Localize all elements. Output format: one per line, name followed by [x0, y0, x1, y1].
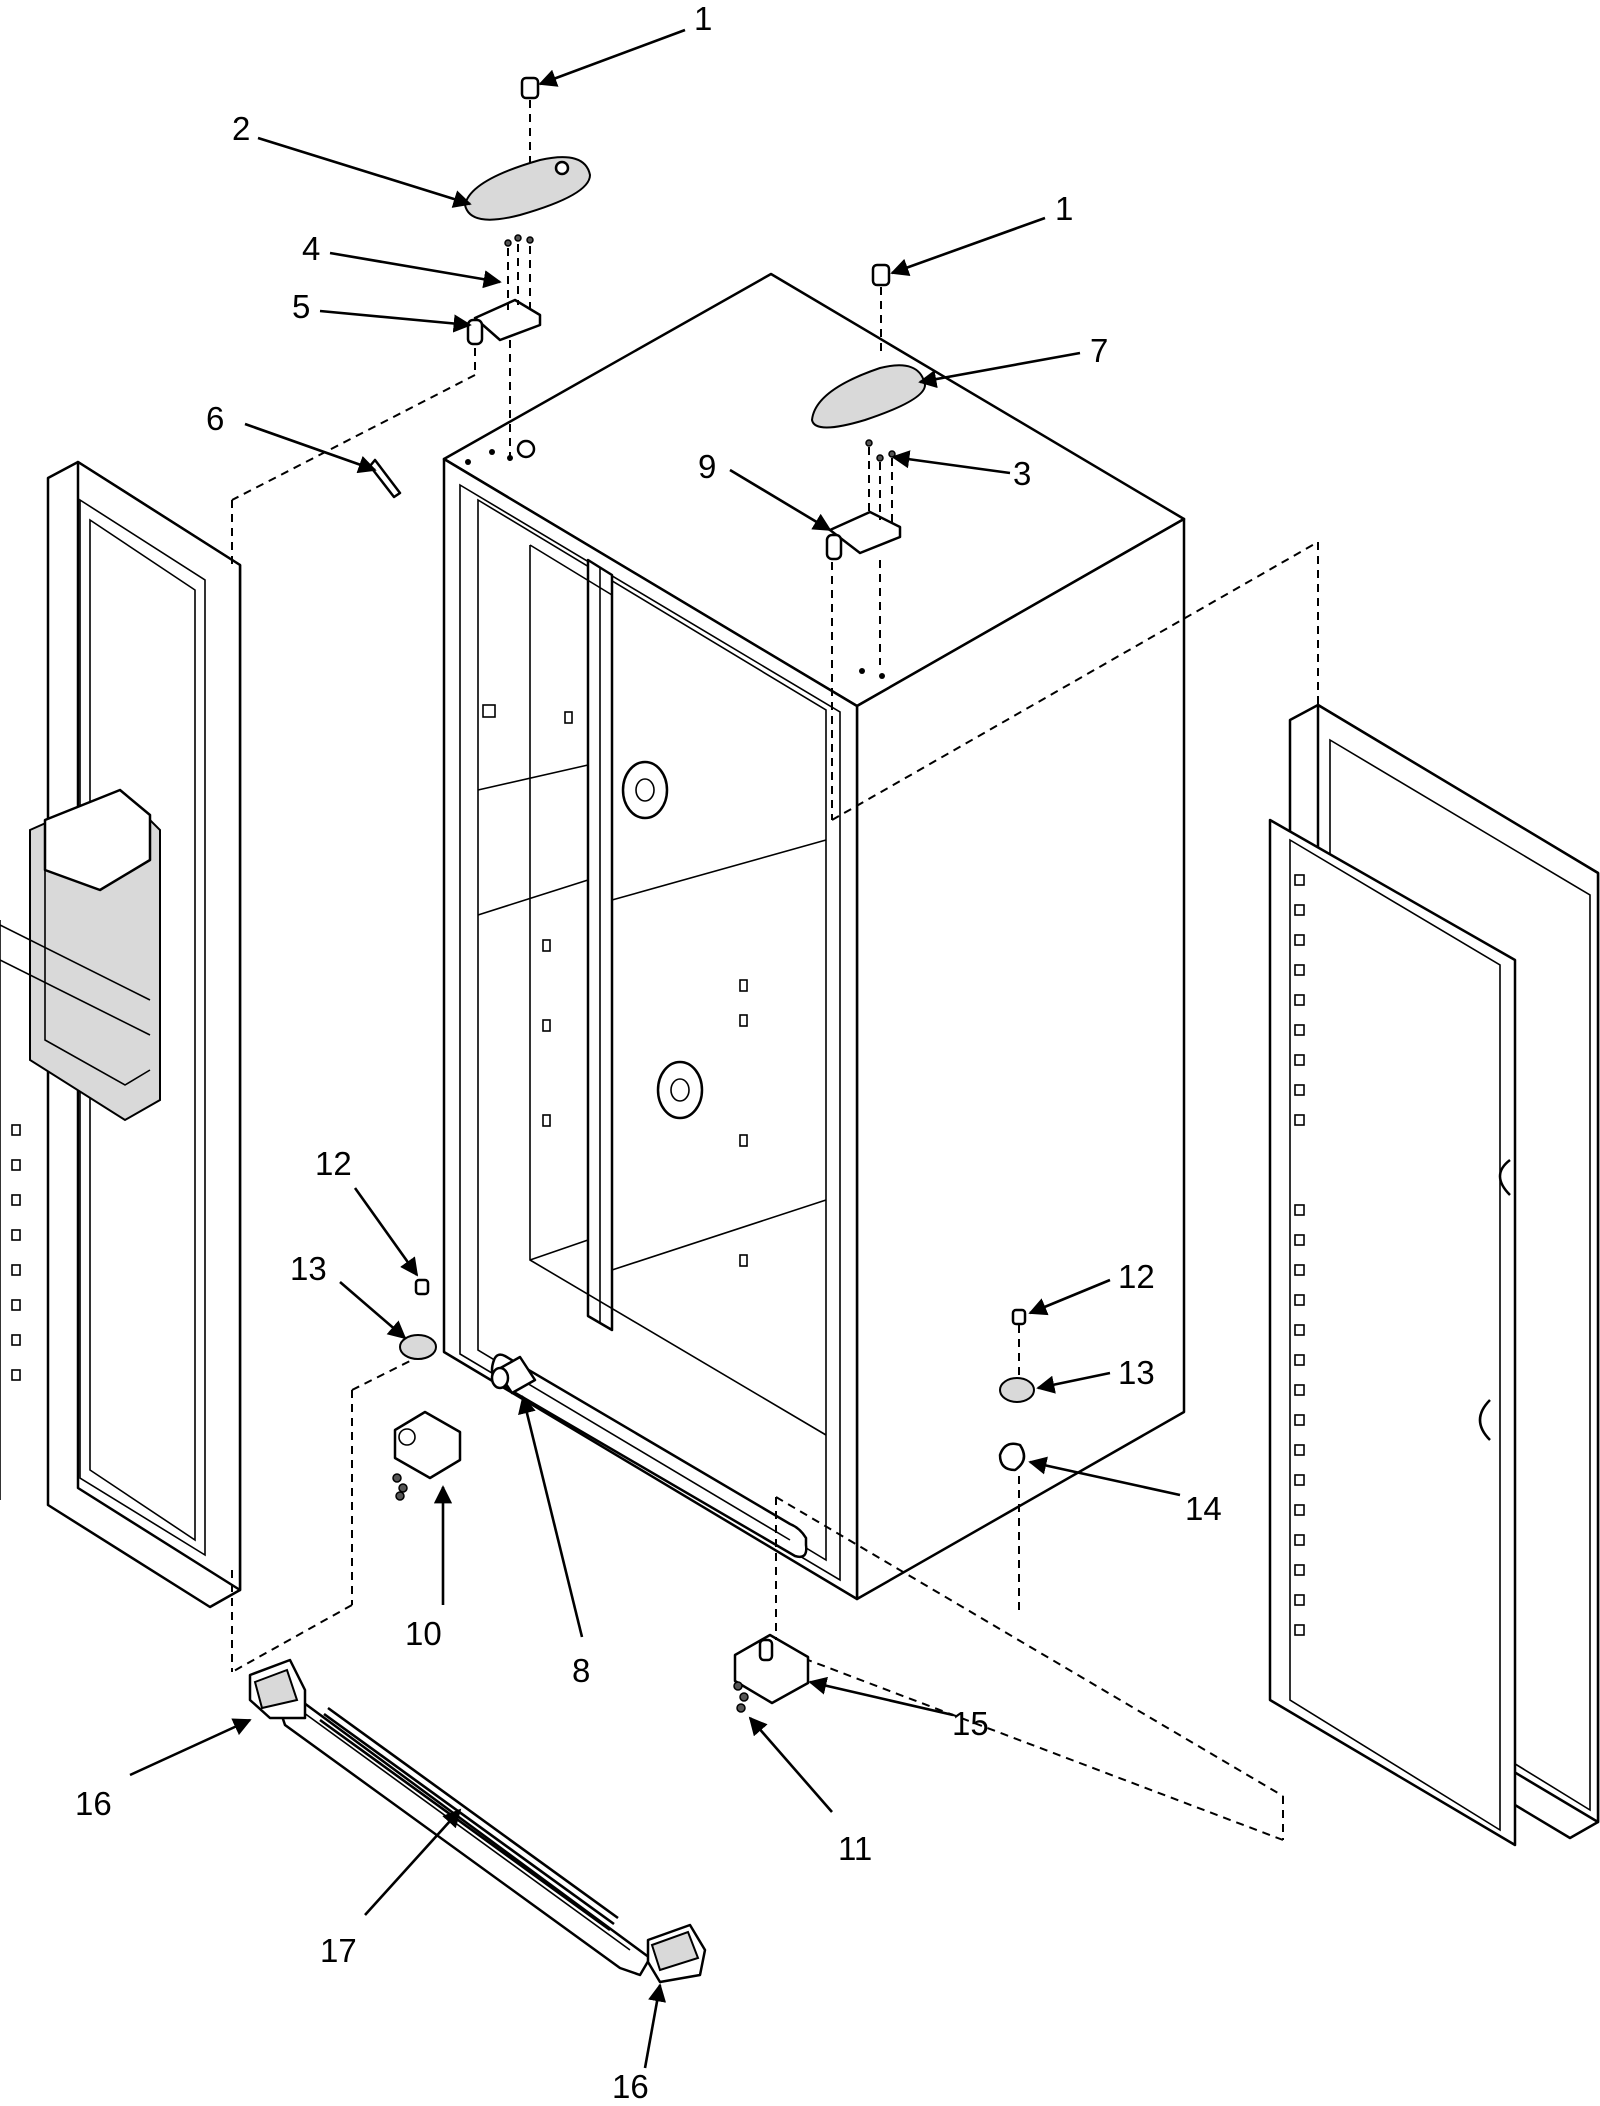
callout-14: 14 [1185, 1490, 1222, 1527]
callout-12-left: 12 [315, 1145, 352, 1182]
callout-7: 7 [1090, 332, 1108, 369]
callout-4: 4 [302, 230, 320, 267]
freezer-door [0, 460, 242, 1609]
callout-10: 10 [405, 1615, 442, 1652]
screw-part-1-left [520, 76, 540, 165]
callout-labels: 1 2 4 5 6 1 7 9 3 12 13 10 8 12 13 14 15… [75, 0, 1222, 2105]
callout-8: 8 [572, 1652, 590, 1689]
callout-5: 5 [292, 288, 310, 325]
end-cap-part-16-right [646, 1923, 707, 1984]
callout-16-left: 16 [75, 1785, 112, 1822]
callout-16-bottom: 16 [612, 2068, 649, 2101]
hinge-cover-part-2 [463, 156, 592, 221]
bottom-hinge-part-15 [733, 1496, 1284, 1841]
clip-part-6 [368, 458, 402, 499]
door-bin-clips-right [1294, 874, 1305, 1636]
callout-15: 15 [952, 1705, 989, 1742]
callout-1-top-left: 1 [694, 0, 712, 37]
callout-17: 17 [320, 1932, 357, 1969]
refrigerator-cabinet [442, 272, 1186, 1601]
callout-11: 11 [838, 1830, 872, 1867]
callout-12-right: 12 [1118, 1258, 1155, 1295]
roller-part-8 [490, 1355, 537, 1395]
callout-6: 6 [206, 400, 224, 437]
end-cap-part-16-left [248, 1658, 307, 1720]
leader-lines [129, 28, 1181, 2069]
callout-13-right: 13 [1118, 1354, 1155, 1391]
callout-1-top-right: 1 [1055, 190, 1073, 227]
top-hinge-part-5 [231, 234, 542, 570]
bottom-hinge-right [998, 1308, 1035, 1615]
door-bin-clips [11, 1124, 21, 1381]
callout-2: 2 [232, 110, 250, 147]
fresh-food-door [1268, 703, 1600, 1847]
callout-9: 9 [698, 448, 716, 485]
callout-13-left: 13 [290, 1250, 327, 1287]
screw-part-1-right [871, 263, 891, 355]
callout-3: 3 [1013, 455, 1031, 492]
bottom-hinge-left [231, 1278, 462, 1673]
